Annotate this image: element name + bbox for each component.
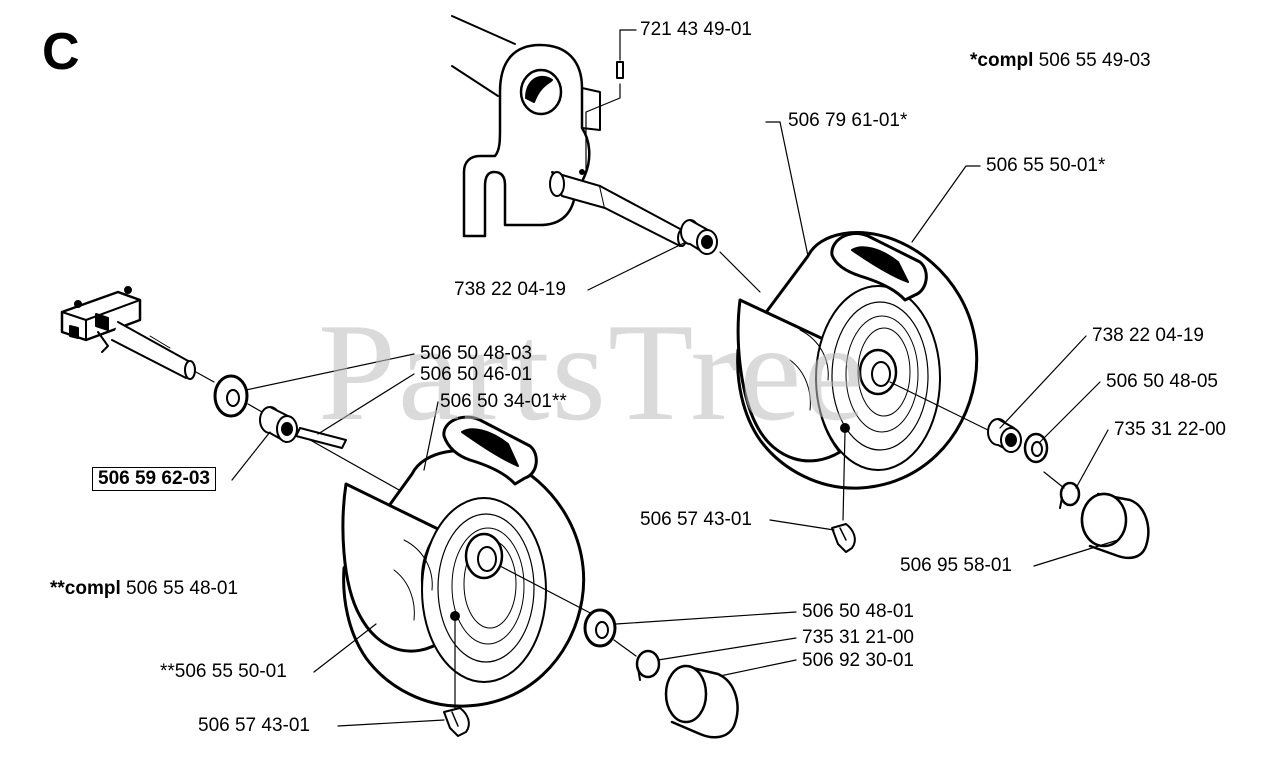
- lower-clip: [613, 639, 661, 681]
- lower-outer-washer: [583, 608, 617, 648]
- label-key-lower[interactable]: 506 50 46-01: [420, 364, 532, 385]
- label-washer-lower-outer[interactable]: 506 50 48-01: [802, 601, 914, 622]
- watermark: PartsTree: [318, 295, 868, 450]
- lower-assembly-note: **compl 506 55 48-01: [50, 578, 238, 600]
- upper-clip: [1043, 471, 1081, 509]
- upper-cap: [1080, 492, 1150, 560]
- pin-part: [585, 61, 624, 171]
- upper-bracket: [451, 15, 761, 293]
- lower-inner-washer: [213, 374, 249, 418]
- upper-assembly-note-number: 506 55 49-03: [1038, 50, 1151, 71]
- label-cap-lower[interactable]: 506 92 30-01: [802, 650, 914, 671]
- upper-assembly-note: *compl 506 55 49-03: [970, 50, 1151, 72]
- leader-lines: [231, 29, 1119, 727]
- label-washer-upper[interactable]: 506 50 48-05: [1106, 371, 1218, 392]
- lower-bracket: [60, 286, 471, 531]
- label-spacer-lower[interactable]: 506 59 62-03: [92, 467, 216, 491]
- lower-assembly-note-number: 506 55 48-01: [126, 578, 239, 599]
- lower-valve: [443, 707, 470, 737]
- label-valve-upper[interactable]: 506 57 43-01: [640, 509, 752, 530]
- label-rim-lower[interactable]: 506 50 34-01**: [440, 391, 567, 412]
- lower-assembly-note-label: **compl: [50, 578, 121, 599]
- upper-valve: [831, 523, 856, 553]
- label-clip-lower[interactable]: 735 31 21-00: [802, 627, 914, 648]
- label-tire-upper[interactable]: 506 55 50-01*: [986, 155, 1106, 176]
- label-valve-lower[interactable]: 506 57 43-01: [198, 715, 310, 736]
- label-bearing-upper-outer[interactable]: 738 22 04-19: [1092, 325, 1204, 346]
- label-washer-lower-inner[interactable]: 506 50 48-03: [420, 343, 532, 364]
- label-rim-half-upper[interactable]: 506 79 61-01*: [788, 110, 908, 131]
- lower-key: [295, 427, 347, 449]
- label-tire-lower[interactable]: **506 55 50-01: [160, 661, 287, 682]
- label-clip-upper[interactable]: 735 31 22-00: [1114, 419, 1226, 440]
- label-bearing-upper-inner[interactable]: 738 22 04-19: [454, 279, 566, 300]
- lower-spacer: [259, 406, 298, 443]
- upper-assembly-note-label: *compl: [970, 50, 1034, 71]
- lower-wheel: [341, 415, 597, 711]
- section-letter: C: [42, 23, 80, 81]
- lower-cap: [664, 664, 739, 739]
- upper-inner-bearing: [680, 219, 718, 255]
- label-cap-upper[interactable]: 506 95 58-01: [900, 555, 1012, 576]
- label-pin-upper[interactable]: 721 43 49-01: [640, 19, 752, 40]
- upper-wheel: [736, 231, 993, 521]
